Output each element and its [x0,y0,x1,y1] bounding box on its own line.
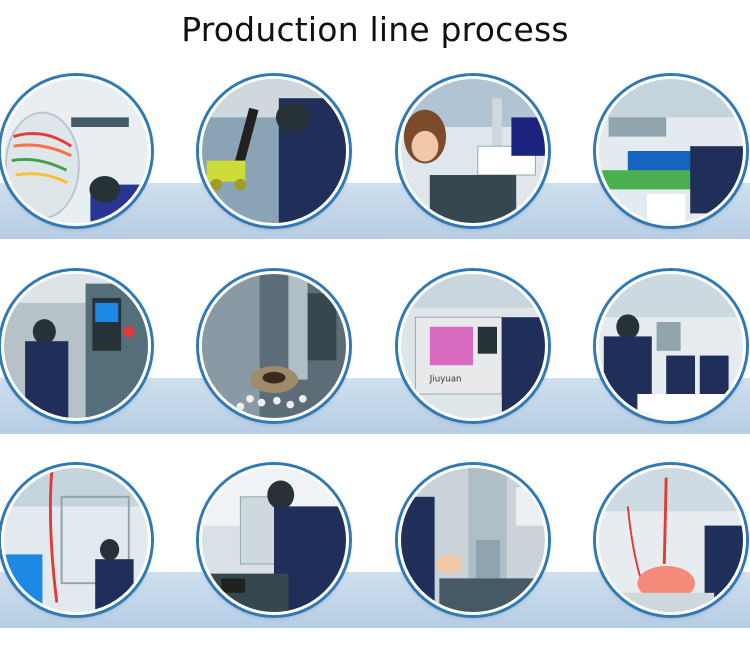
testing-probe-photo [596,465,746,615]
factory-workers-photo [596,271,746,421]
workshop-rack-photo [1,465,151,615]
bench-testing-photo [596,76,746,226]
worker-assembling-photo [199,465,349,615]
machine-brand-label: Jiuyuan [429,375,462,385]
soldering-wires-photo [1,76,151,226]
page-title: Production line process [181,10,569,49]
hand-machining-photo [398,465,548,615]
workstation-assembly-photo [398,76,548,226]
jiuyuan-cnc-lathe-photo: Jiuyuan [398,271,548,421]
screwdriver-assembly-photo [199,76,349,226]
drill-press-part-photo [199,271,349,421]
cnc-operator-photo [1,271,151,421]
